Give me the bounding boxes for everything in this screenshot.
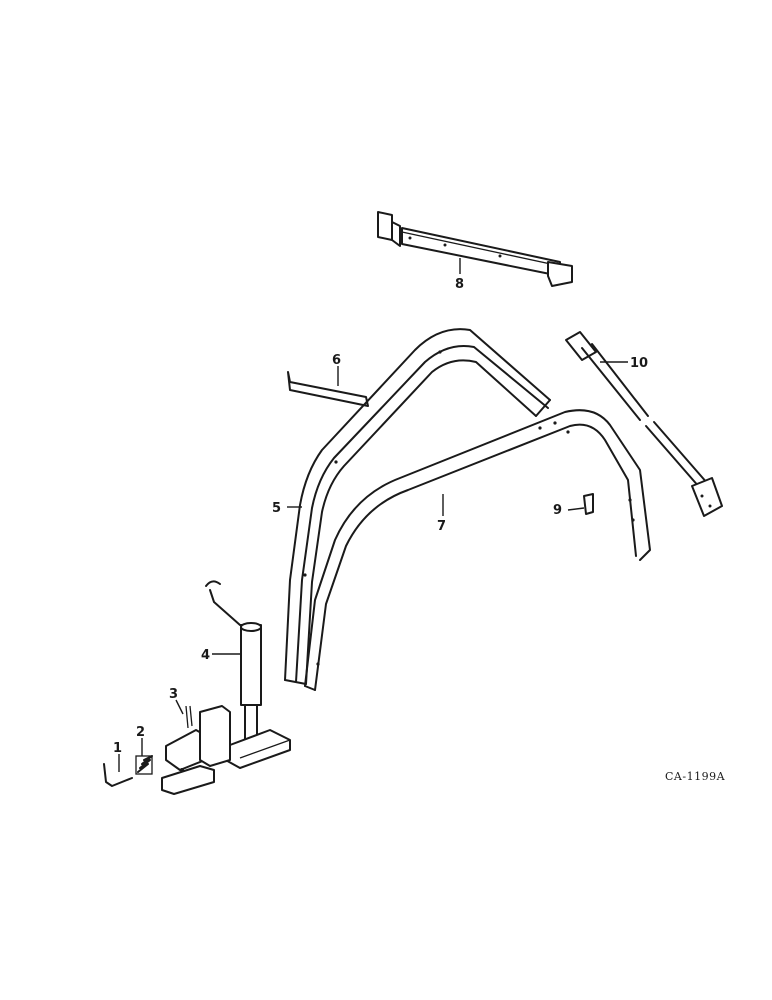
callout-2: 2 — [136, 725, 145, 740]
part-4-jack-stand — [205, 580, 291, 769]
callout-9: 9 — [553, 503, 562, 518]
drawing-code: CA-1199A — [665, 770, 726, 783]
callout-7: 7 — [437, 519, 446, 534]
callout-8: 8 — [455, 277, 464, 292]
part-8-cross-support — [377, 211, 573, 287]
callout-4: 4 — [201, 648, 210, 663]
part-7-front-arch — [304, 409, 651, 691]
callout-10: 10 — [630, 356, 648, 371]
part-2-spring — [135, 755, 153, 775]
part-1-pin — [103, 763, 133, 787]
part-10-brace — [565, 331, 723, 517]
part-9-clip — [583, 493, 594, 515]
part-3-mount-bracket — [161, 705, 231, 795]
callout-3: 3 — [169, 687, 178, 702]
callout-6: 6 — [332, 353, 341, 368]
callout-5: 5 — [272, 501, 281, 516]
part-5-rear-arch — [284, 328, 551, 685]
part-6-strap — [287, 371, 369, 407]
callout-1: 1 — [113, 741, 122, 756]
